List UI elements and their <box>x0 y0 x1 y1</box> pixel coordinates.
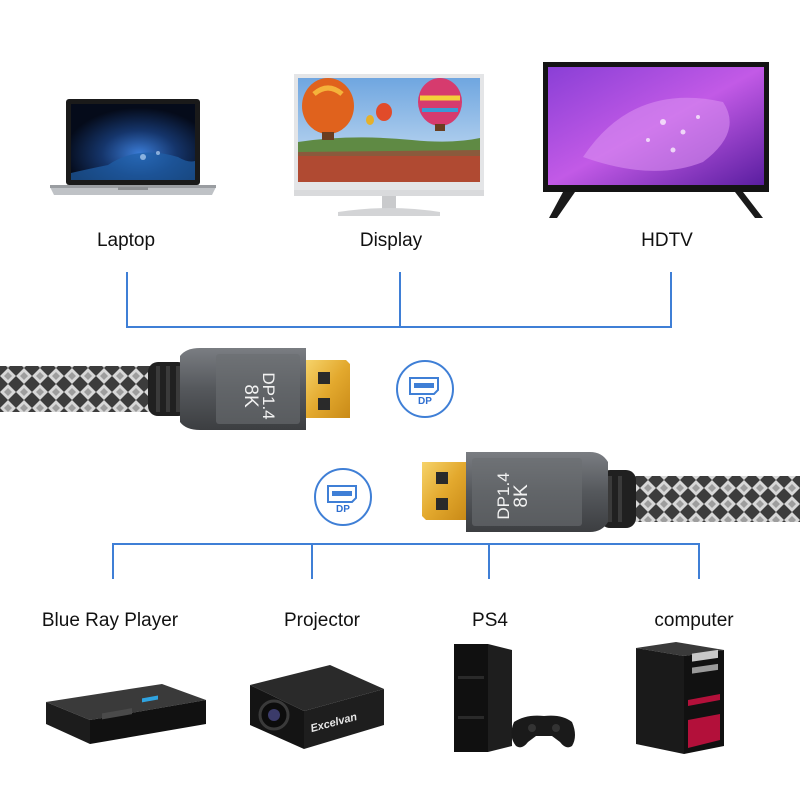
label-computer: computer <box>654 610 734 631</box>
dp-port-icon <box>327 485 357 503</box>
top-bracket-left-vertical <box>126 272 128 328</box>
top-bracket-horizontal <box>126 326 672 328</box>
computer-tower-image <box>632 640 728 756</box>
bottom-bracket-horizontal <box>112 543 700 545</box>
dp-port-badge-upper: DP <box>396 360 454 418</box>
upper-connector-line2: 8K <box>240 384 261 408</box>
bottom-bracket-v2 <box>311 543 313 579</box>
dp-port-icon <box>409 377 439 395</box>
upper-connector-line1: DP1.4 <box>259 372 278 420</box>
dp-port-text-lower: DP <box>336 504 350 515</box>
hdtv-image <box>543 62 769 222</box>
bottom-bracket-v1 <box>112 543 114 579</box>
dp-port-badge-lower: DP <box>314 468 372 526</box>
upper-connector-label: DP1.4 8K <box>240 351 278 441</box>
dp-port-text-upper: DP <box>418 396 432 407</box>
label-laptop: Laptop <box>96 230 156 251</box>
upper-gold-plug <box>306 360 350 418</box>
monitor-image <box>292 72 486 220</box>
lower-cable-braid <box>622 476 800 522</box>
lower-connector-label: DP1.4 8K <box>494 451 532 541</box>
label-ps4: PS4 <box>472 610 508 631</box>
projector-image: Excelvan <box>240 655 390 755</box>
lower-connector-line2: 8K <box>511 484 532 508</box>
laptop-image <box>48 95 218 205</box>
bottom-bracket-v4 <box>698 543 700 579</box>
label-blue-ray-player: Blue Ray Player <box>41 610 179 631</box>
label-display: Display <box>359 230 423 251</box>
bottom-bracket-v3 <box>488 543 490 579</box>
top-bracket-right-vertical <box>670 272 672 328</box>
blu-ray-player-image <box>42 680 210 748</box>
top-bracket-center-vertical <box>399 272 401 328</box>
lower-gold-plug <box>422 462 466 520</box>
label-hdtv: HDTV <box>641 230 693 251</box>
upper-cable-braid <box>0 366 160 412</box>
ps4-console-image <box>448 640 578 756</box>
label-projector: Projector <box>283 610 361 631</box>
